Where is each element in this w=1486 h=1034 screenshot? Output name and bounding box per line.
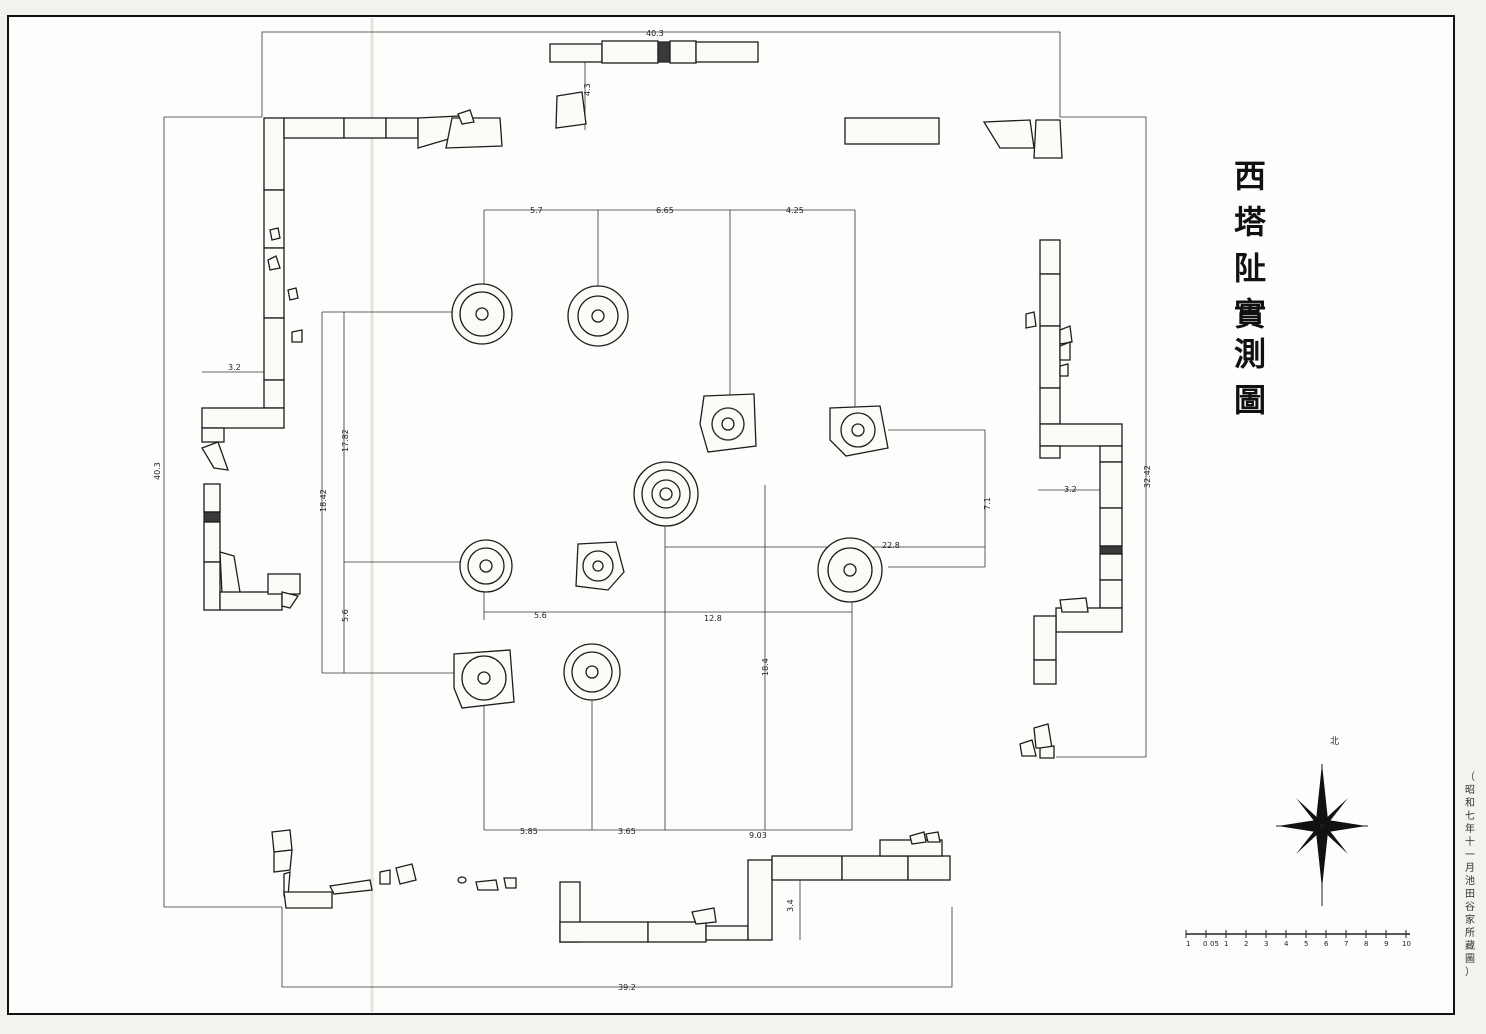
scale-label: 9	[1384, 940, 1388, 948]
dim-row-left-3: 5.6	[341, 609, 350, 622]
note-char: 家	[1465, 913, 1475, 926]
scale-bar: 1 0 05 1 2 3 4 5 6 7 8 9 10	[1185, 930, 1411, 948]
title-char: 阯	[1234, 249, 1266, 287]
title-char: 實	[1234, 295, 1266, 333]
note-char: 藏	[1465, 940, 1475, 952]
north-arrow: 北	[1276, 736, 1368, 906]
note-char: 池	[1465, 874, 1475, 887]
title-char: 塔	[1234, 203, 1267, 241]
pillar-stone	[451, 283, 513, 345]
pillar-stone	[699, 393, 757, 453]
title-char: 圖	[1234, 381, 1266, 419]
dim-left-height: 40.3	[153, 462, 162, 480]
pillar-stone	[459, 539, 513, 593]
scale-label: 1	[1224, 940, 1228, 948]
dim-left-offset: 3.2	[228, 363, 241, 372]
pillar-stone	[453, 649, 515, 709]
note-char: 一	[1465, 850, 1475, 861]
dim-col-bottom-2: 3.65	[618, 827, 636, 836]
foundation-stones	[201, 40, 1123, 943]
note-char: ）	[1465, 966, 1475, 978]
north-label: 北	[1330, 736, 1339, 747]
note-char: 七	[1465, 810, 1475, 822]
pillar-stone	[563, 643, 621, 701]
scale-label: 0	[1203, 940, 1207, 948]
dimension-labels: 40.3 4.3 40.3 3.2 3.2 32.42 39.2 3.4 5.7…	[153, 29, 1152, 992]
note-char: （	[1465, 771, 1475, 783]
pillar-stone	[817, 537, 883, 603]
sheet-border	[7, 15, 1455, 1015]
drawing-title: 西 塔 阯 實 測 圖	[1234, 157, 1267, 419]
note-char: 圖	[1465, 953, 1475, 965]
pillar-stone	[633, 461, 699, 527]
dim-col-bottom-3: 9.03	[749, 831, 767, 840]
scale-label: 05	[1210, 940, 1219, 948]
note-char: 十	[1465, 835, 1475, 848]
title-char: 西	[1234, 157, 1266, 195]
pillar-stones	[451, 283, 889, 709]
dim-row-left-1: 18.42	[319, 489, 328, 512]
dim-top-gap: 4.3	[583, 83, 592, 96]
note-char: 所	[1465, 927, 1475, 939]
dim-bottom-width: 39.2	[618, 983, 636, 992]
dim-mid-vertical: 18.4	[761, 658, 770, 676]
note-char: 田	[1465, 889, 1475, 900]
dim-right-offset: 3.2	[1064, 485, 1077, 494]
note-char: 和	[1465, 797, 1475, 809]
pillar-stone	[829, 405, 889, 457]
scale-label: 4	[1284, 940, 1289, 948]
dim-right-center: 22.8	[882, 541, 900, 550]
note-char: 月	[1465, 862, 1475, 874]
dim-col-bottom-1: 5.85	[520, 827, 538, 836]
dim-top-width: 40.3	[646, 29, 664, 38]
note-char: 年	[1465, 822, 1475, 835]
side-note: （ 昭 和 七 年 十 一 月 池 田 谷 家 所 藏 圖 ）	[1465, 771, 1475, 978]
dim-right-vertical: 7.1	[983, 497, 992, 510]
dim-mid-1: 5.6	[534, 611, 547, 620]
dim-col-top-2: 6.65	[656, 206, 674, 215]
dim-right-height: 32.42	[1143, 465, 1152, 488]
dim-col-top-3: 4.25	[786, 206, 804, 215]
dim-bottom-gap: 3.4	[786, 899, 795, 912]
dim-col-top-1: 5.7	[530, 206, 543, 215]
dim-row-left-2: 17.82	[341, 429, 350, 452]
scale-label: 1	[1186, 940, 1190, 948]
scale-label: 10	[1402, 940, 1411, 948]
scale-label: 8	[1364, 940, 1368, 948]
pillar-stone	[567, 285, 629, 347]
note-char: 谷	[1465, 901, 1475, 913]
dim-mid-2: 12.8	[704, 614, 722, 623]
scale-label: 3	[1264, 940, 1268, 948]
scale-label: 5	[1304, 940, 1308, 948]
scale-label: 2	[1244, 940, 1248, 948]
title-char: 測	[1234, 335, 1266, 373]
scale-label: 6	[1324, 940, 1329, 948]
pillar-stone	[575, 541, 625, 591]
note-char: 昭	[1465, 784, 1475, 796]
scale-label: 7	[1344, 940, 1348, 948]
